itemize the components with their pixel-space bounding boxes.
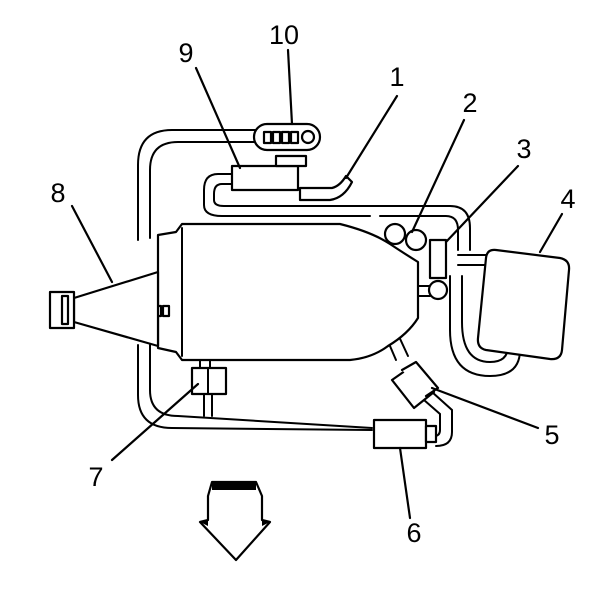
component-2-valves	[383, 222, 428, 252]
front-direction-arrow-icon	[198, 480, 272, 562]
component-10-connector	[252, 122, 322, 152]
callout-7: 7	[88, 462, 103, 492]
component-5-valve	[390, 360, 440, 410]
callout-8: 8	[50, 178, 65, 208]
callout-5: 5	[544, 420, 559, 450]
component-3-fitting	[427, 238, 449, 301]
component-9-module	[230, 154, 308, 192]
callout-9: 9	[178, 38, 193, 68]
evap-canister-component-4	[476, 248, 571, 361]
callout-1: 1	[389, 62, 404, 92]
filler-neck-component-8	[48, 270, 160, 348]
callout-10: 10	[269, 20, 299, 50]
callout-labels: 1 2 3 4 5 6 7 8 9 10	[50, 20, 575, 548]
fuel-tank	[139, 222, 420, 362]
component-6-filter	[372, 418, 438, 450]
callout-2: 2	[462, 88, 477, 118]
callout-3: 3	[516, 134, 531, 164]
component-7-sensor	[190, 366, 228, 396]
callout-4: 4	[560, 184, 575, 214]
component-1-tube	[298, 174, 354, 202]
leader-lines	[70, 48, 564, 520]
callout-6: 6	[406, 518, 421, 548]
